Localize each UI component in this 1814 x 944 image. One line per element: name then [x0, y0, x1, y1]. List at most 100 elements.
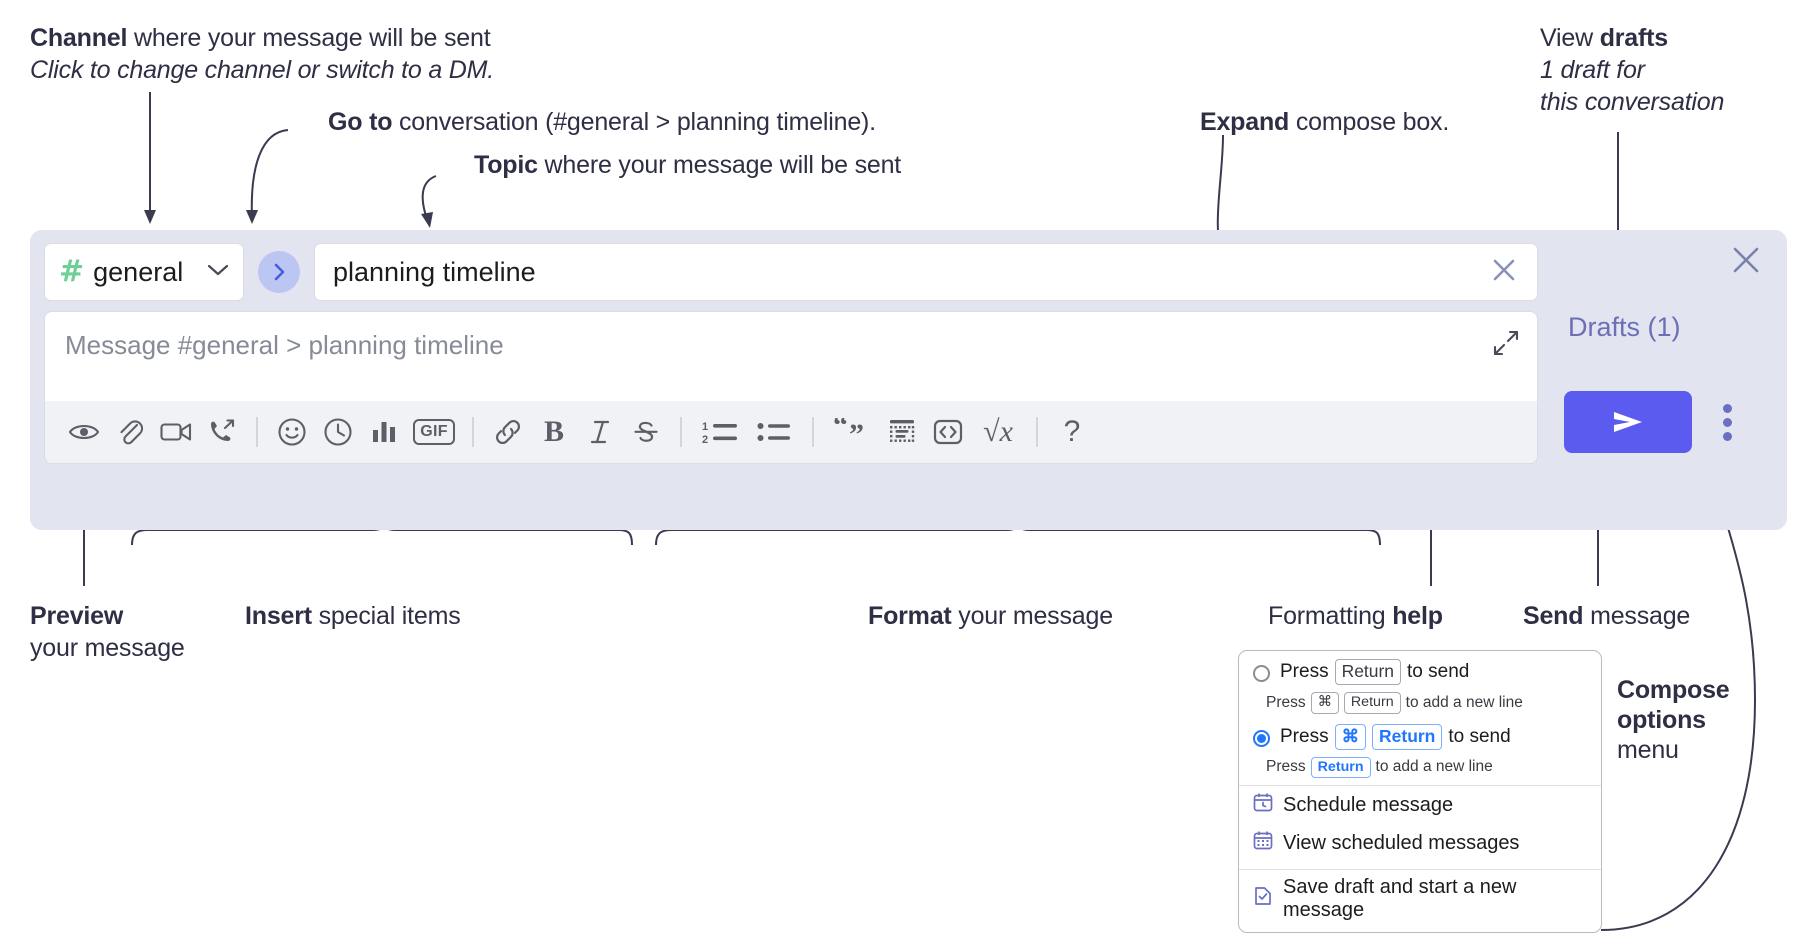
annotation-insert-bold: Insert: [245, 602, 312, 630]
huddle-call-icon[interactable]: [199, 409, 245, 455]
annotation-insert-rest: special items: [311, 602, 461, 630]
strikethrough-icon[interactable]: [623, 409, 669, 455]
annotation-compose-options-bold2: options: [1617, 706, 1706, 734]
annotation-format-bold: Format: [868, 602, 952, 630]
formatting-toolbar: GIF B: [45, 401, 1537, 463]
key-return-1: Return: [1334, 659, 1402, 685]
annotation-preview-bold: Preview: [30, 602, 124, 630]
calendar-grid-icon: [1253, 830, 1273, 856]
annotation-preview: Preview your message: [30, 600, 185, 664]
channel-selector[interactable]: # general: [44, 243, 244, 301]
divider-2: [472, 417, 474, 447]
svg-text:2: 2: [702, 434, 708, 445]
send-option-cmd-return-sub: Press Return to add a new line: [1266, 756, 1601, 779]
annotation-channel-rest: where your message will be sent: [127, 24, 491, 52]
divider-5: [1036, 417, 1038, 447]
code-block-icon[interactable]: [879, 409, 925, 455]
svg-text:1: 1: [702, 421, 708, 433]
annotation-channel-bold: Channel: [30, 24, 128, 52]
drafts-link[interactable]: Drafts (1): [1568, 312, 1681, 342]
annotation-send: Send message: [1523, 600, 1690, 632]
help-label: ?: [1063, 415, 1081, 448]
topic-value: planning timeline: [333, 256, 536, 287]
menu-divider-1: [1239, 785, 1601, 787]
new-line-label-1: to add a new line: [1405, 693, 1523, 711]
annotation-goto-rest: conversation (#general > planning timeli…: [392, 108, 876, 136]
radio-return[interactable]: [1253, 665, 1270, 682]
compose-options-button[interactable]: [1712, 398, 1742, 446]
send-option-cmd-return[interactable]: Press ⌘ Return to send: [1239, 716, 1601, 754]
calendar-clock-icon: [1253, 792, 1273, 818]
attachment-icon[interactable]: [107, 409, 153, 455]
send-option-return-sub: Press ⌘ Return to add a new line: [1266, 691, 1601, 714]
close-icon[interactable]: [1729, 243, 1763, 282]
annotation-format: Format your message: [868, 600, 1113, 632]
menu-item-save-draft[interactable]: Save draft and start a new message: [1239, 870, 1601, 932]
inline-code-icon[interactable]: [925, 409, 971, 455]
radio-cmd-return[interactable]: [1253, 729, 1270, 747]
send-button[interactable]: [1564, 391, 1692, 453]
annotation-topic: Topic where your message will be sent: [474, 149, 901, 181]
annotation-topic-rest: where your message will be sent: [537, 151, 902, 179]
topic-field[interactable]: planning timeline: [314, 243, 1538, 301]
bulleted-list-icon[interactable]: [747, 409, 801, 455]
composer-main-column: # general planning timeline: [44, 243, 1538, 464]
menu-item-save-draft-label: Save draft and start a new message: [1283, 876, 1517, 922]
close-icon[interactable]: [1489, 255, 1523, 290]
compose-options-menu: Press Return to send Press ⌘ Return to a…: [1238, 650, 1602, 934]
go-to-conversation-button[interactable]: [258, 251, 300, 293]
annotation-preview-rest: your message: [30, 634, 185, 662]
link-icon[interactable]: [485, 409, 531, 455]
menu-item-schedule-message[interactable]: Schedule message: [1239, 786, 1601, 824]
emoji-icon[interactable]: [269, 409, 315, 455]
ordered-list-icon[interactable]: 1 2: [693, 409, 747, 455]
key-cmd-2: ⌘: [1334, 723, 1367, 750]
send-option-return[interactable]: Press Return to send: [1239, 651, 1601, 689]
composer-header-row: # general planning timeline: [44, 243, 1538, 301]
annotation-expand-bold: Expand: [1200, 108, 1290, 136]
annotation-help-bold: help: [1392, 602, 1443, 630]
annotation-compose-options-bold1: Compose: [1617, 676, 1730, 704]
send-option-return-line: Press Return to send: [1280, 659, 1469, 685]
save-draft-icon: [1253, 886, 1273, 912]
gif-icon[interactable]: GIF: [407, 409, 461, 455]
svg-text:“: “: [834, 418, 848, 442]
send-option-cmd-return-line: Press ⌘ Return to send: [1280, 723, 1511, 750]
annotation-drafts-normal: View: [1540, 24, 1600, 52]
blockquote-icon[interactable]: “ ”: [825, 409, 879, 455]
formatting-help-icon[interactable]: ?: [1049, 409, 1095, 455]
to-send-label-1: to send: [1407, 660, 1470, 682]
bold-icon[interactable]: B: [531, 409, 577, 455]
annotation-help: Formatting help: [1268, 600, 1443, 632]
preview-icon[interactable]: [61, 409, 107, 455]
composer-panel: # general planning timeline: [30, 230, 1787, 530]
kebab-dot-2: [1722, 417, 1732, 427]
italic-icon[interactable]: [577, 409, 623, 455]
press-label-2: Press: [1266, 693, 1306, 711]
menu-item-view-scheduled-messages[interactable]: View scheduled messages: [1239, 824, 1601, 862]
annotation-format-rest: your message: [951, 602, 1113, 630]
gif-label: GIF: [413, 419, 455, 445]
annotation-goto: Go to conversation (#general > planning …: [328, 106, 876, 138]
annotation-channel-italic: Click to change channel or switch to a D…: [30, 56, 495, 84]
video-icon[interactable]: [153, 409, 199, 455]
press-label-1: Press: [1280, 660, 1329, 682]
expand-icon[interactable]: [1493, 330, 1519, 361]
composer-right-column: Drafts (1): [1550, 243, 1773, 517]
menu-item-schedule-message-label: Schedule message: [1283, 793, 1454, 816]
annotation-send-bold: Send: [1523, 602, 1584, 630]
message-input[interactable]: Message #general > planning timeline: [45, 312, 1537, 401]
math-icon[interactable]: √x: [971, 409, 1025, 455]
annotation-drafts-italic1: 1 draft for: [1540, 56, 1645, 84]
reminder-clock-icon[interactable]: [315, 409, 361, 455]
math-label: √x: [983, 415, 1013, 448]
divider-3: [680, 417, 682, 447]
menu-divider-2: [1239, 869, 1601, 871]
key-cmd-1: ⌘: [1310, 691, 1339, 714]
annotation-drafts-italic2: this conversation: [1540, 88, 1725, 116]
menu-item-view-scheduled-messages-label: View scheduled messages: [1283, 831, 1520, 854]
kebab-dot-3: [1722, 431, 1732, 441]
poll-icon[interactable]: [361, 409, 407, 455]
